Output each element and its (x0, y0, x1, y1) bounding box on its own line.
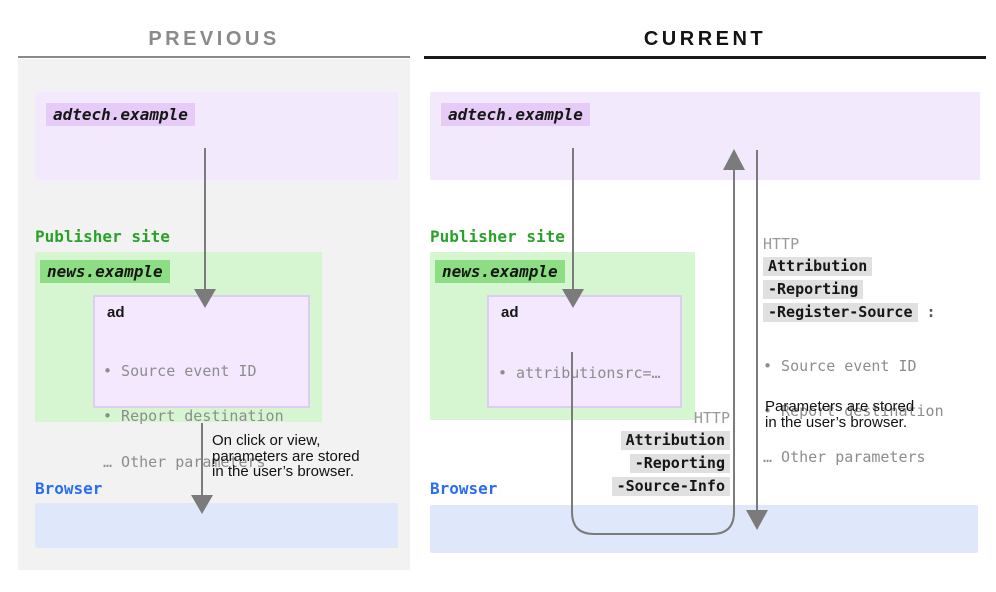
note-line: Parameters are stored (765, 398, 915, 415)
note-line: On click or view, (212, 432, 321, 449)
current-ad-title: ad (501, 304, 519, 321)
note-line: in the user’s browser. (212, 463, 355, 480)
current-adtech-box: adtech.example (430, 92, 980, 180)
current-panel-title: CURRENT (643, 28, 767, 50)
previous-adtech-box: adtech.example (35, 92, 398, 180)
http-protocol-label: HTTP (693, 409, 730, 427)
current-ad-box: ad • attributionsrc=… (487, 295, 682, 408)
previous-news-label: news.example (40, 260, 170, 283)
previous-browser-box (35, 503, 398, 548)
ad-param: • Report destination (103, 407, 284, 426)
current-storage-note: Parameters are stored in the user’s brow… (765, 399, 914, 430)
register-source-params: • Source event ID • Report destination …… (763, 328, 944, 496)
http-protocol-label: HTTP (763, 235, 800, 253)
previous-divider-line (18, 56, 410, 58)
previous-publisher-site-label: Publisher site (35, 227, 170, 246)
header-param: • Report destination (763, 402, 944, 421)
header-chip: Attribution (763, 257, 873, 276)
previous-browser-label: Browser (35, 479, 103, 498)
previous-panel-title: PREVIOUS (148, 28, 280, 50)
current-adtech-label: adtech.example (441, 103, 590, 126)
header-param: … Other parameters (763, 448, 926, 467)
previous-ad-params: • Source event ID • Report destination …… (103, 333, 284, 501)
previous-storage-note: On click or view, parameters are stored … (212, 433, 360, 480)
current-browser-box (430, 505, 978, 553)
header-chip: -Source-Info (611, 477, 730, 496)
header-param: • Source event ID (763, 356, 917, 375)
header-chip: -Reporting (763, 280, 864, 299)
header-chip: -Reporting (629, 454, 730, 473)
ad-param: … Other parameters (103, 453, 266, 472)
previous-ad-title: ad (107, 304, 125, 321)
current-divider-line (424, 56, 986, 59)
current-news-label: news.example (435, 260, 565, 283)
note-line: parameters are stored (212, 447, 360, 465)
current-browser-label: Browser (430, 479, 498, 498)
http-register-source-block: HTTP Attribution -Reporting -Register-So… (763, 236, 944, 496)
previous-adtech-label: adtech.example (46, 103, 195, 126)
current-publisher-site-label: Publisher site (430, 227, 565, 246)
current-ad-params: • attributionsrc=… (498, 335, 661, 411)
ad-param: • Source event ID (103, 361, 257, 380)
header-chip: Attribution (620, 431, 730, 450)
previous-ad-box: ad • Source event ID • Report destinatio… (93, 295, 310, 470)
ad-param: • attributionsrc=… (498, 363, 661, 382)
http-source-info-block: HTTP Attribution -Reporting -Source-Info (540, 410, 730, 500)
header-colon: : (917, 303, 936, 321)
note-line: in the user’s browser. (765, 413, 908, 431)
header-chip: -Register-Source (763, 303, 918, 322)
